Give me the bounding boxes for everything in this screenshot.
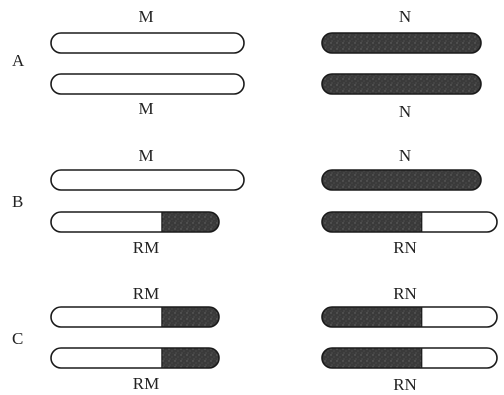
label-c-right-bottom: RN [393, 375, 417, 394]
chromosome-dark-segment [162, 307, 219, 327]
label-a-left-bottom: M [138, 99, 153, 118]
chromosome-b-right-bottom [322, 212, 497, 232]
chromosome-light-segment [51, 33, 244, 53]
chromosome-dark-segment [322, 348, 422, 368]
label-a-right-bottom: N [399, 102, 411, 121]
chromosome-dark-segment [322, 74, 481, 94]
chromosome-a-right-top [322, 33, 481, 53]
chromosome-light-segment [51, 170, 244, 190]
chromosome-b-right-top [322, 170, 481, 190]
chromosome-dark-segment [162, 212, 219, 232]
label-c-right-top: RN [393, 284, 417, 303]
chromosome-a-right-bottom [322, 74, 481, 94]
label-b-right-bottom: RN [393, 238, 417, 257]
label-b-left-top: M [138, 146, 153, 165]
chromosome-b-left-bottom [51, 212, 219, 232]
chromosome-a-left-top [51, 33, 244, 53]
chromosome-light-segment [51, 74, 244, 94]
chromosome-c-right-top [322, 307, 497, 327]
chromosome-dark-segment [322, 33, 481, 53]
label-b-right-top: N [399, 146, 411, 165]
label-a-left-top: M [138, 7, 153, 26]
chromosome-c-left-top [51, 307, 219, 327]
chromosome-a-left-bottom [51, 74, 244, 94]
label-c-left-top: RM [133, 284, 159, 303]
chromosome-c-left-bottom [51, 348, 219, 368]
chromosome-dark-segment [322, 307, 422, 327]
label-c-left-bottom: RM [133, 374, 159, 393]
chromosome-b-left-top [51, 170, 244, 190]
chromosome-c-right-bottom [322, 348, 497, 368]
chromosome-dark-segment [162, 348, 219, 368]
chromosome-dark-segment [322, 170, 481, 190]
row-label-a: A [12, 51, 25, 70]
label-b-left-bottom: RM [133, 238, 159, 257]
row-label-b: B [12, 192, 23, 211]
row-label-c: C [12, 329, 23, 348]
label-a-right-top: N [399, 7, 411, 26]
chromosome-dark-segment [322, 212, 422, 232]
